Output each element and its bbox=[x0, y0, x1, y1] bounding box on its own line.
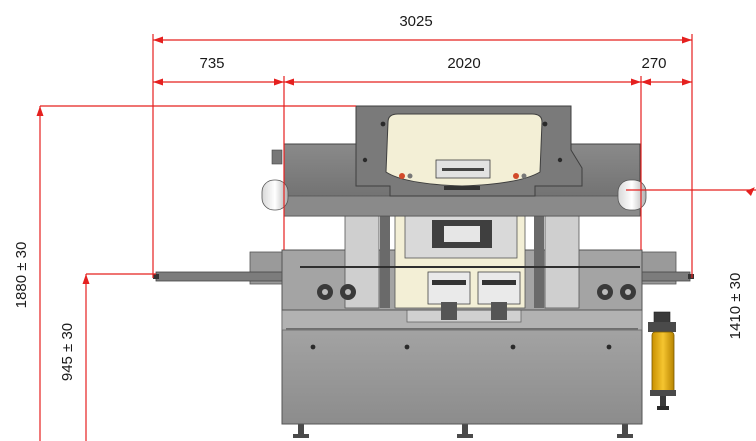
machine bbox=[153, 105, 694, 438]
filter-unit bbox=[648, 311, 676, 410]
dim-table-height: 945 ± 30 bbox=[59, 273, 156, 441]
label-overall-width: 3025 bbox=[399, 13, 432, 30]
dim-total-height: 1880 ± 30 bbox=[13, 105, 356, 441]
label-right-segment: 270 bbox=[641, 55, 666, 72]
label-total-height: 1880 ± 30 bbox=[13, 242, 30, 309]
label-middle-segment: 2020 bbox=[447, 55, 480, 72]
machine-feet bbox=[293, 424, 633, 438]
top-hood bbox=[355, 105, 583, 197]
dimensions: 3025 735 2020 270 1880 ± 30 bbox=[13, 13, 756, 441]
lower-cabinet bbox=[281, 307, 643, 425]
label-table-height: 945 ± 30 bbox=[59, 323, 76, 381]
dim-segments: 735 2020 270 bbox=[153, 55, 692, 250]
side-cylinders bbox=[261, 179, 647, 211]
central-frame bbox=[281, 207, 643, 320]
label-left-segment: 735 bbox=[199, 55, 224, 72]
dim-overall-width: 3025 bbox=[152, 13, 693, 278]
dim-right-height: 1410 ± 30 bbox=[626, 187, 756, 340]
label-right-height: 1410 ± 30 bbox=[727, 273, 744, 340]
